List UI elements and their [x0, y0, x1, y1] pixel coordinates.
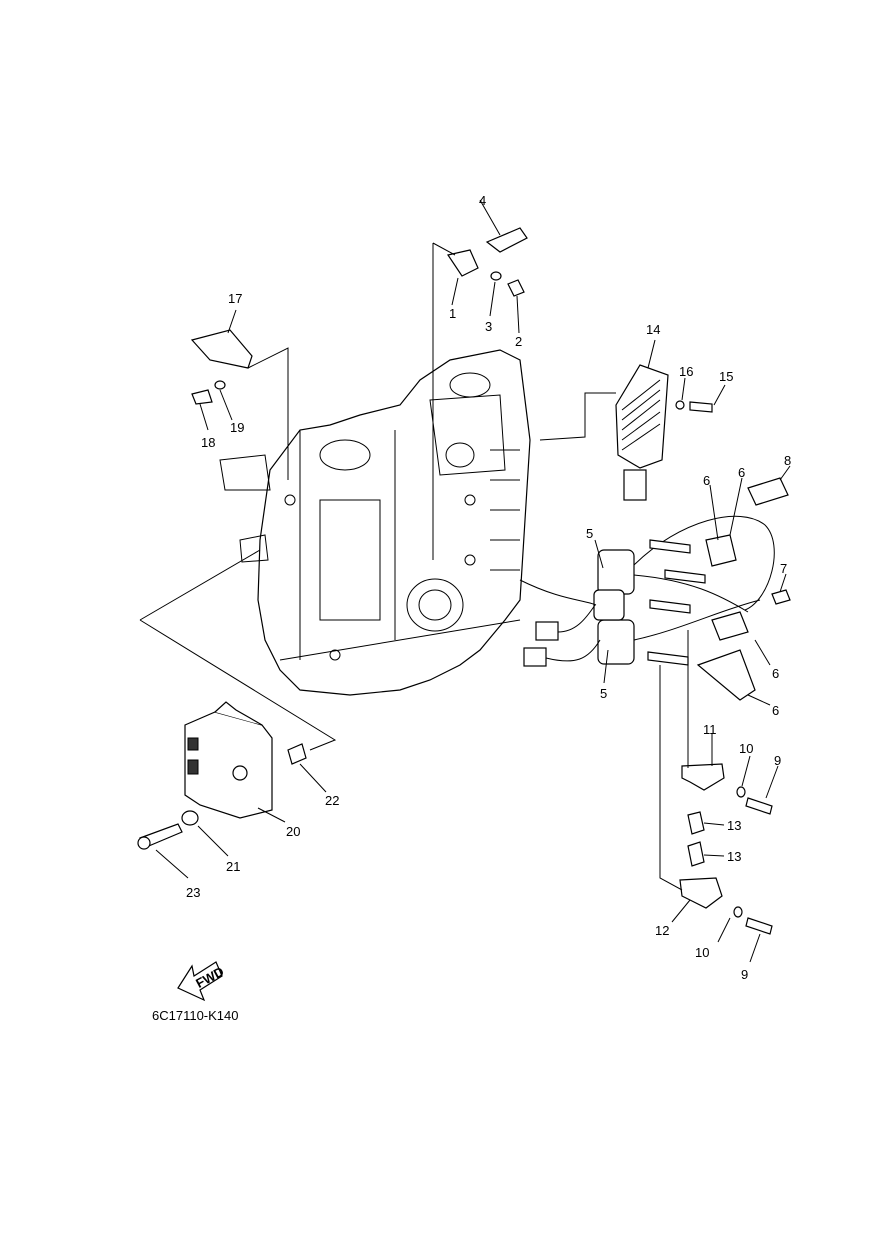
bolt-23-collar-21: [137, 810, 229, 879]
callout-20: 20: [286, 824, 300, 839]
callout-13-lower: 13: [727, 849, 741, 864]
spark-plugs: [647, 539, 706, 666]
plug-caps-6: [633, 477, 775, 706]
callout-1: 1: [449, 306, 456, 321]
clamps-7-8: [747, 465, 791, 605]
ignition-coils-5: [593, 539, 635, 684]
fwd-label: FWD: [193, 964, 226, 991]
callout-12: 12: [655, 923, 669, 938]
callout-7: 7: [780, 561, 787, 576]
callout-19: 19: [230, 420, 244, 435]
callout-5-upper: 5: [586, 526, 593, 541]
callout-9-upper: 9: [774, 753, 781, 768]
callout-3: 3: [485, 319, 492, 334]
bracket-4-assembly: [432, 199, 528, 560]
callout-13-upper: 13: [727, 818, 741, 833]
diagram-code: 6C17110-K140: [152, 1008, 239, 1023]
callout-14: 14: [646, 322, 660, 337]
bracket-12-assembly: [659, 665, 773, 963]
rectifier-regulator-14: [539, 339, 726, 501]
callout-15: 15: [719, 369, 733, 384]
callout-6-d: 6: [772, 703, 779, 718]
callout-5-lower: 5: [600, 686, 607, 701]
callout-9-lower: 9: [741, 967, 748, 982]
cdi-unit-20: [184, 701, 286, 823]
callout-16: 16: [679, 364, 693, 379]
callout-21: 21: [226, 859, 240, 874]
fwd-arrow-icon: FWD: [177, 961, 226, 1002]
callout-4: 4: [479, 193, 486, 208]
callout-6-a: 6: [703, 473, 710, 488]
callout-17: 17: [228, 291, 242, 306]
callout-10-lower: 10: [695, 945, 709, 960]
bracket-17-assembly: [190, 309, 289, 480]
callout-8: 8: [784, 453, 791, 468]
callout-2: 2: [515, 334, 522, 349]
callout-10-upper: 10: [739, 741, 753, 756]
callout-6-b: 6: [738, 465, 745, 480]
callout-11: 11: [703, 722, 717, 737]
callout-6-c: 6: [772, 666, 779, 681]
callout-18: 18: [201, 435, 215, 450]
grommet-22: [139, 549, 337, 793]
clamps-13: [687, 811, 725, 867]
callout-23: 23: [186, 885, 200, 900]
engine-block: [219, 349, 531, 696]
callout-labels: 1 2 3 4 5 5 6 6 6 6 7 8 9 9 10 10 11 12 …: [186, 193, 791, 982]
bracket-11-assembly: [681, 630, 779, 815]
callout-22: 22: [325, 793, 339, 808]
wire-harness-connectors: [519, 579, 601, 667]
